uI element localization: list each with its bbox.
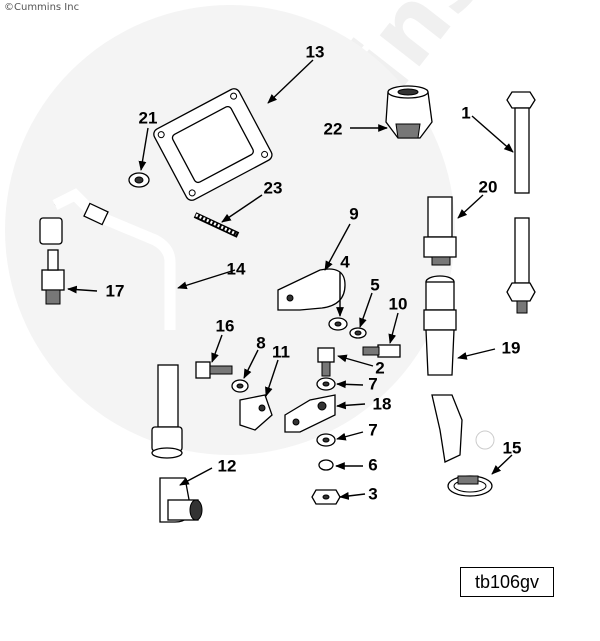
callout-5: 5 bbox=[370, 275, 380, 295]
callout-7-lower: 7 bbox=[368, 420, 378, 440]
callout-4: 4 bbox=[340, 252, 350, 272]
callout-20: 20 bbox=[478, 177, 498, 197]
callout-15: 15 bbox=[502, 438, 522, 458]
callout-1: 1 bbox=[461, 103, 471, 123]
callout-22: 22 bbox=[323, 119, 343, 139]
lockwasher-6 bbox=[318, 459, 334, 471]
callout-10: 10 bbox=[388, 294, 408, 314]
hose-19 bbox=[423, 275, 463, 463]
callout-11: 11 bbox=[272, 342, 290, 362]
bolt-2 bbox=[317, 347, 335, 377]
callout-7-upper: 7 bbox=[368, 374, 378, 394]
callout-6: 6 bbox=[368, 455, 378, 475]
registered-mark bbox=[475, 430, 495, 450]
figure-id-label: tb106gv bbox=[460, 567, 554, 597]
callout-23: 23 bbox=[263, 178, 283, 198]
stud-23 bbox=[193, 212, 240, 238]
tube-1 bbox=[506, 91, 536, 314]
bolt-10 bbox=[362, 344, 401, 358]
callout-19: 19 bbox=[501, 338, 521, 358]
callout-2: 2 bbox=[375, 358, 385, 378]
callout-12: 12 bbox=[217, 456, 237, 476]
callout-13: 13 bbox=[305, 42, 325, 62]
callout-14: 14 bbox=[226, 259, 246, 279]
clamp-11 bbox=[239, 394, 273, 431]
callout-8: 8 bbox=[256, 333, 266, 353]
bolt-16 bbox=[195, 361, 233, 379]
hose-clamp-15 bbox=[447, 475, 493, 497]
leader-lines bbox=[67, 59, 514, 500]
fitting-20 bbox=[423, 196, 457, 266]
callout-9: 9 bbox=[349, 204, 359, 224]
callout-17: 17 bbox=[105, 281, 125, 301]
callout-16: 16 bbox=[215, 316, 235, 336]
bracket-18 bbox=[284, 394, 336, 433]
gasket-plate bbox=[153, 88, 273, 201]
adapter-fitting-22 bbox=[385, 85, 433, 139]
callout-3: 3 bbox=[368, 484, 378, 504]
fitting-17 bbox=[41, 249, 65, 305]
nut-21 bbox=[128, 172, 150, 188]
tube-14 bbox=[39, 188, 176, 330]
callout-21: 21 bbox=[138, 108, 158, 128]
copyright-notice: ©Cummins Inc bbox=[4, 2, 80, 13]
tube-14-lower bbox=[151, 364, 183, 459]
elbow-12 bbox=[159, 477, 203, 523]
callout-18: 18 bbox=[372, 394, 392, 414]
